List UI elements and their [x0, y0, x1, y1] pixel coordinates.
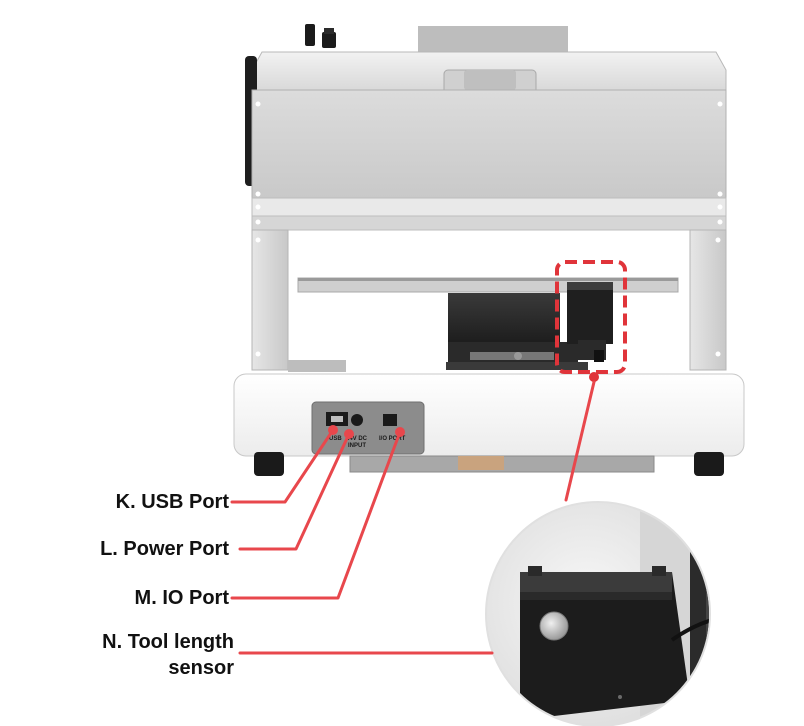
- callout-dot-io: [395, 427, 405, 437]
- label-tool-length-sensor-line2: sensor: [168, 657, 234, 679]
- tool-length-sensor-block: [567, 282, 613, 344]
- label-tool-length-sensor-line1: N. Tool length: [102, 631, 234, 653]
- sensor-contact-icon: [539, 611, 569, 641]
- top-knob-right: [322, 32, 336, 48]
- callout-dot-power: [344, 429, 354, 439]
- label-tool-length-sensor: N. Tool length sensor: [102, 629, 234, 681]
- sensor-closeup: [485, 501, 711, 726]
- foot-right: [694, 452, 724, 476]
- callout-dot-usb: [328, 425, 338, 435]
- panel-power-label-1: 24V DC: [346, 436, 368, 442]
- foot-left: [254, 452, 284, 476]
- panel-power-label-2: INPUT: [348, 443, 366, 449]
- label-usb-port: K. USB Port: [115, 491, 229, 513]
- spindle-cover: [418, 26, 568, 52]
- callout-line-io: [230, 430, 402, 600]
- sensor-highlight-box: [555, 260, 627, 374]
- upper-enclosure: [251, 89, 727, 199]
- callout-line-power: [238, 432, 351, 551]
- machine-base: [233, 373, 745, 457]
- callout-line-sensor-lens: [564, 380, 596, 502]
- label-power-port: L. Power Port: [100, 538, 229, 560]
- io-port: [383, 414, 397, 426]
- panel-usb-label: USB: [329, 436, 342, 442]
- top-knob-left: [305, 24, 315, 46]
- milling-machine: USB 24V DC INPUT I/O PORT: [233, 24, 745, 476]
- panel-io-label: I/O PORT: [379, 436, 406, 442]
- right-post: [689, 229, 727, 371]
- callout-line-usb: [230, 428, 335, 504]
- label-io-port: M. IO Port: [134, 587, 229, 609]
- spindle-carriage: [448, 293, 560, 345]
- power-port: [351, 414, 363, 426]
- sensor-highlight-dot: [589, 372, 599, 382]
- left-post: [251, 229, 289, 371]
